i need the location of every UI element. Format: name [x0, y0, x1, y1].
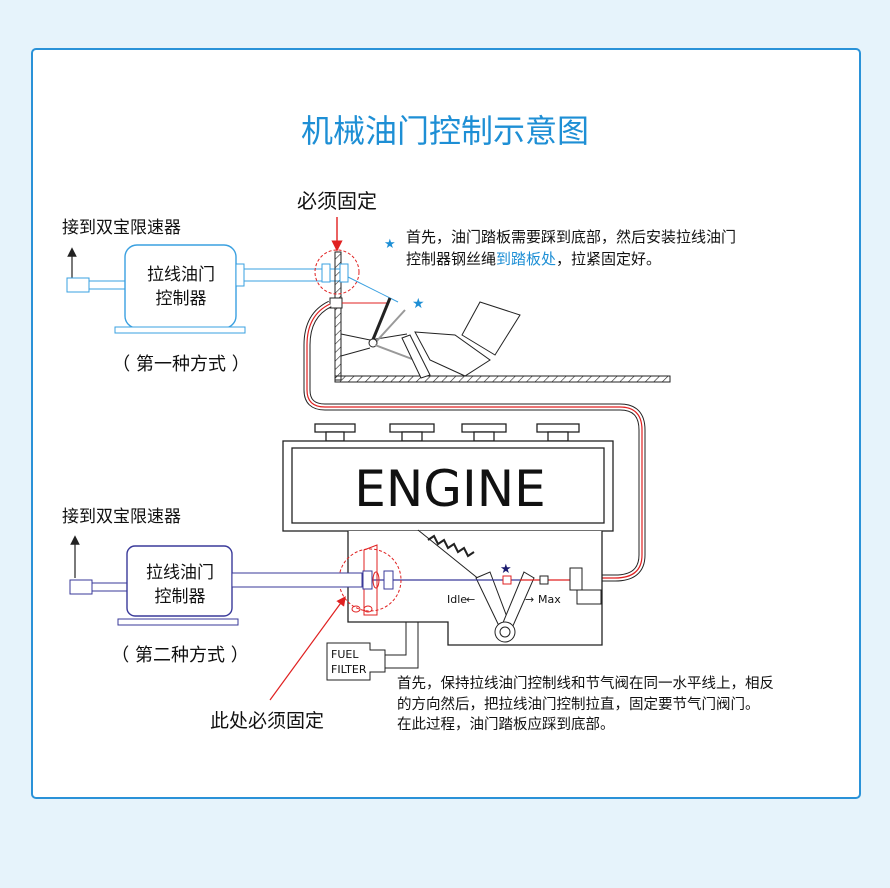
fix-label-2: 此处必须固定 [210, 710, 324, 732]
controller1-line2: 控制器 [156, 289, 207, 309]
star-icon: ★ [412, 296, 425, 312]
svg-text:←: ← [466, 593, 475, 606]
method2-note-line2: 的方向然后，把拉线油门控制拉直，固定要节气门阀门。 [397, 696, 760, 713]
cable-rod-2 [231, 572, 363, 588]
throttle-linkage: ★ Idle ← → Max [358, 529, 602, 643]
controller2-line2: 控制器 [155, 587, 206, 607]
engine [282, 423, 614, 646]
method1-note-line2: 控制器钢丝绳到踏板处，拉紧固定好。 [406, 250, 661, 268]
engine-label: ENGINE [354, 460, 545, 518]
controller2-line1: 拉线油门 [146, 563, 214, 583]
floor [334, 375, 671, 383]
method2-note-line3: 在此过程，油门踏板应踩到底部。 [397, 715, 615, 733]
idle-label: Idle [447, 593, 467, 606]
controller1-line1: 拉线油门 [147, 265, 215, 285]
method2-caption: （ 第二种方式 ） [111, 645, 248, 666]
method2-group: 接到双宝限速器 拉线油门 控制器 （ 第二种方式 ） 此处必须固定 首先，保持拉… [62, 507, 774, 733]
fuel-filter-line2: FILTER [331, 663, 367, 676]
fix-point-circle-1 [314, 249, 360, 295]
connector [66, 277, 90, 293]
red-arrow-icon [269, 596, 346, 701]
star-icon: ★ [500, 562, 512, 577]
page-title: 机械油门控制示意图 [301, 112, 589, 150]
fuel-filter-line1: FUEL [331, 648, 359, 661]
fuel-filter: FUEL FILTER [326, 622, 419, 681]
method1-group: 接到双宝限速器 拉线油门 控制器 （ 第一种方式 ） 必须固定 ★ ★ [62, 189, 736, 383]
fix-label-1: 必须固定 [297, 189, 377, 213]
method2-note-line1: 首先，保持拉线油门控制线和节气阀在同一水平线上，相反 [397, 675, 774, 692]
method1-connect-label: 接到双宝限速器 [62, 218, 181, 238]
method1-caption: （ 第一种方式 ） [112, 354, 249, 375]
method2-connect-label: 接到双宝限速器 [62, 507, 181, 527]
throttle-cable [303, 300, 646, 582]
svg-text:→: → [525, 593, 534, 606]
controller-box-1 [124, 244, 237, 329]
max-label: Max [538, 593, 561, 606]
star-icon: ★ [384, 237, 396, 252]
method1-note-line1: 首先，油门踏板需要踩到底部，然后安装拉线油门 [406, 228, 736, 246]
diagram-panel [31, 48, 861, 799]
